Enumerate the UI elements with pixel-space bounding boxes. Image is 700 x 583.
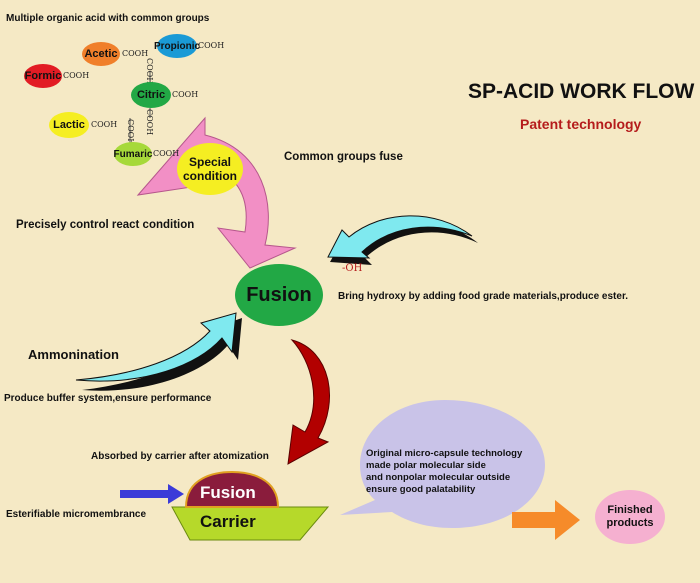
- ammonination-arrow: [75, 312, 237, 382]
- acids-heading: Multiple organic acid with common groups: [6, 13, 210, 24]
- capsule-bubble: [340, 400, 545, 528]
- acid-formic: Formic: [24, 64, 62, 88]
- capsule-line-2: made polar molecular side: [366, 460, 486, 471]
- special-condition: Special condition: [177, 143, 243, 195]
- precise-control-label: Precisely control react condition: [16, 219, 195, 231]
- cooh-lactic: COOH: [91, 120, 118, 129]
- cooh-citric-right: COOH: [172, 90, 199, 99]
- acid-fumaric: Fumaric: [114, 142, 152, 166]
- hydroxy-label: -OH: [342, 263, 363, 274]
- capsule-line-1: Original micro-capsule technology: [366, 448, 523, 459]
- acid-propionic: Propionic: [154, 34, 200, 58]
- acid-lactic: Lactic: [49, 112, 89, 138]
- hydroxy-arrow-shadow: [330, 221, 478, 265]
- capsule-text: Original micro-capsule technology made p…: [366, 448, 522, 496]
- bring-hydroxy-label: Bring hydroxy by adding food grade mater…: [338, 291, 629, 302]
- output-arrow: [512, 500, 580, 540]
- fusion-cap-label: Fusion: [200, 483, 256, 502]
- capsule-line-4: ensure good palatability: [366, 484, 476, 495]
- atomization-arrow: [287, 339, 330, 465]
- esterifiable-label: Esterifiable micromembrance: [6, 509, 147, 520]
- cooh-formic: COOH: [63, 71, 90, 80]
- page-title: SP-ACID WORK FLOW: [468, 80, 695, 103]
- buffer-system-label: Produce buffer system,ensure performance: [4, 393, 212, 404]
- acid-acetic: Acetic: [82, 42, 120, 66]
- cooh-acetic: COOH: [122, 49, 149, 58]
- hydroxy-arrow: [327, 215, 473, 259]
- ammonination-label: Ammonination: [28, 347, 119, 362]
- fusion-cap-shape: [184, 470, 280, 508]
- cooh-fumaric: COOH: [153, 149, 180, 158]
- absorbed-label: Absorbed by carrier after atomization: [91, 451, 269, 462]
- acid-citric: Citric: [131, 82, 171, 108]
- subtitle: Patent technology: [520, 116, 642, 132]
- cooh-fumaric-top: COOH: [126, 119, 135, 146]
- finished-products: Finished products: [595, 490, 665, 544]
- carrier-label: Carrier: [200, 512, 256, 531]
- cooh-citric-bottom: COOH: [145, 109, 154, 136]
- fusion-node: Fusion: [235, 264, 323, 326]
- membrane-arrow: [120, 484, 184, 504]
- cooh-citric-top: COOH: [145, 58, 154, 85]
- capsule-line-3: and nonpolar molecular outside: [366, 472, 511, 483]
- common-groups-fuse-label: Common groups fuse: [284, 151, 403, 163]
- cooh-propionic: COOH: [198, 41, 225, 50]
